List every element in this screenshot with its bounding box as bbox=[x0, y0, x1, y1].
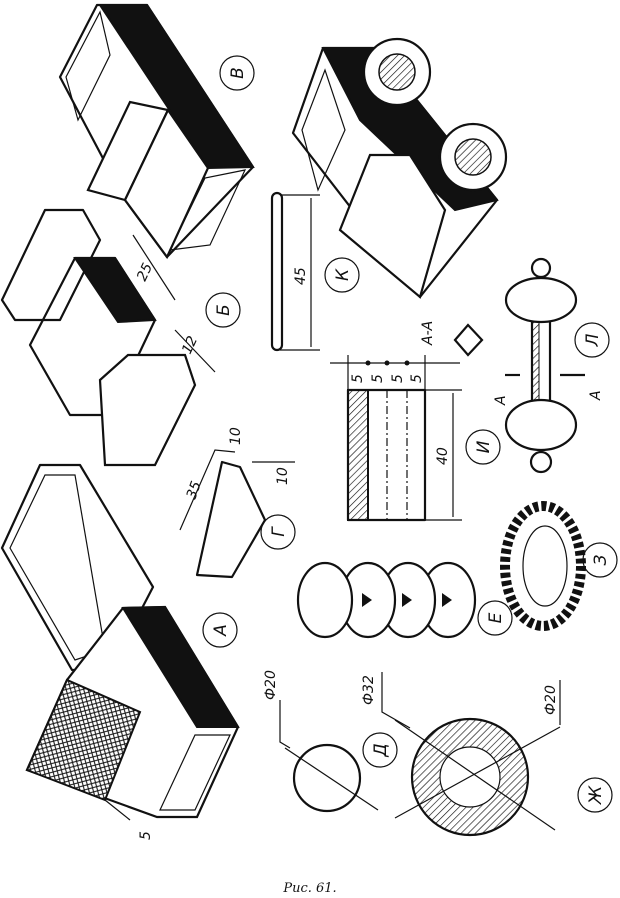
dim-rod: 45 bbox=[293, 267, 309, 285]
section-title: А-А bbox=[420, 321, 436, 346]
dim-layer-1: 5 bbox=[350, 374, 366, 383]
svg-text:Б: Б bbox=[214, 304, 234, 316]
label-zh: Ж bbox=[577, 777, 613, 813]
dim-layer-4: 5 bbox=[409, 374, 425, 383]
label-z: З bbox=[582, 542, 618, 578]
figure-rod bbox=[270, 191, 320, 352]
label-e: Е bbox=[477, 600, 513, 636]
figure-z-ring bbox=[500, 501, 586, 631]
dim-b-length: 25 bbox=[134, 261, 156, 284]
svg-text:К: К bbox=[333, 268, 353, 281]
dim-layer-2: 5 bbox=[370, 374, 386, 383]
svg-text:Ж: Ж bbox=[586, 785, 606, 805]
label-g: Г bbox=[260, 514, 296, 550]
figure-caption: Рис. 61. bbox=[282, 881, 336, 896]
svg-text:В: В bbox=[228, 67, 248, 79]
dim-g-width: 10 bbox=[275, 467, 291, 485]
dim-layer-3: 5 bbox=[390, 374, 406, 383]
section-mark-left: А bbox=[493, 395, 509, 406]
dim-b-width: 12 bbox=[179, 334, 201, 357]
figure-b-box bbox=[0, 208, 216, 467]
svg-text:Л: Л bbox=[583, 333, 603, 347]
svg-text:А: А bbox=[211, 624, 231, 637]
figure-g-channel bbox=[179, 449, 295, 579]
dim-zh-inner: Ф20 bbox=[543, 685, 559, 715]
arrow-icon bbox=[442, 593, 452, 607]
dim-a-thickness: 5 bbox=[138, 831, 154, 840]
figure-a-boxes bbox=[0, 463, 240, 821]
dim-zh-outer: Ф32 bbox=[361, 675, 377, 705]
section-mark-right: А bbox=[588, 390, 604, 401]
figure-k-truck bbox=[291, 37, 508, 299]
figure-i-layers bbox=[330, 355, 462, 522]
dim-g-height: 10 bbox=[228, 427, 244, 445]
label-a: А bbox=[202, 612, 238, 648]
dim-i-height: 40 bbox=[435, 447, 451, 465]
label-k: К bbox=[324, 257, 360, 293]
dim-d-diameter: Ф20 bbox=[263, 670, 279, 700]
figure-v-box bbox=[58, 3, 255, 260]
svg-text:Г: Г bbox=[269, 526, 289, 537]
svg-text:З: З bbox=[591, 554, 611, 565]
figure-l-axle bbox=[453, 257, 585, 474]
svg-text:Е: Е bbox=[486, 612, 506, 623]
svg-text:И: И bbox=[474, 440, 494, 453]
label-d: Д bbox=[362, 732, 398, 768]
label-l: Л bbox=[574, 322, 610, 358]
arrow-icon bbox=[402, 593, 412, 607]
arrow-icon bbox=[362, 593, 372, 607]
figure-d-circle bbox=[279, 700, 379, 813]
section-icon bbox=[453, 323, 484, 357]
svg-text:Д: Д bbox=[371, 743, 391, 757]
figure-zh-ring bbox=[381, 672, 561, 837]
figure-e-disks bbox=[296, 561, 477, 639]
label-b: Б bbox=[205, 292, 241, 328]
dim-g-length: 35 bbox=[184, 479, 205, 501]
label-v: В bbox=[219, 55, 255, 91]
label-i: И bbox=[465, 429, 501, 465]
